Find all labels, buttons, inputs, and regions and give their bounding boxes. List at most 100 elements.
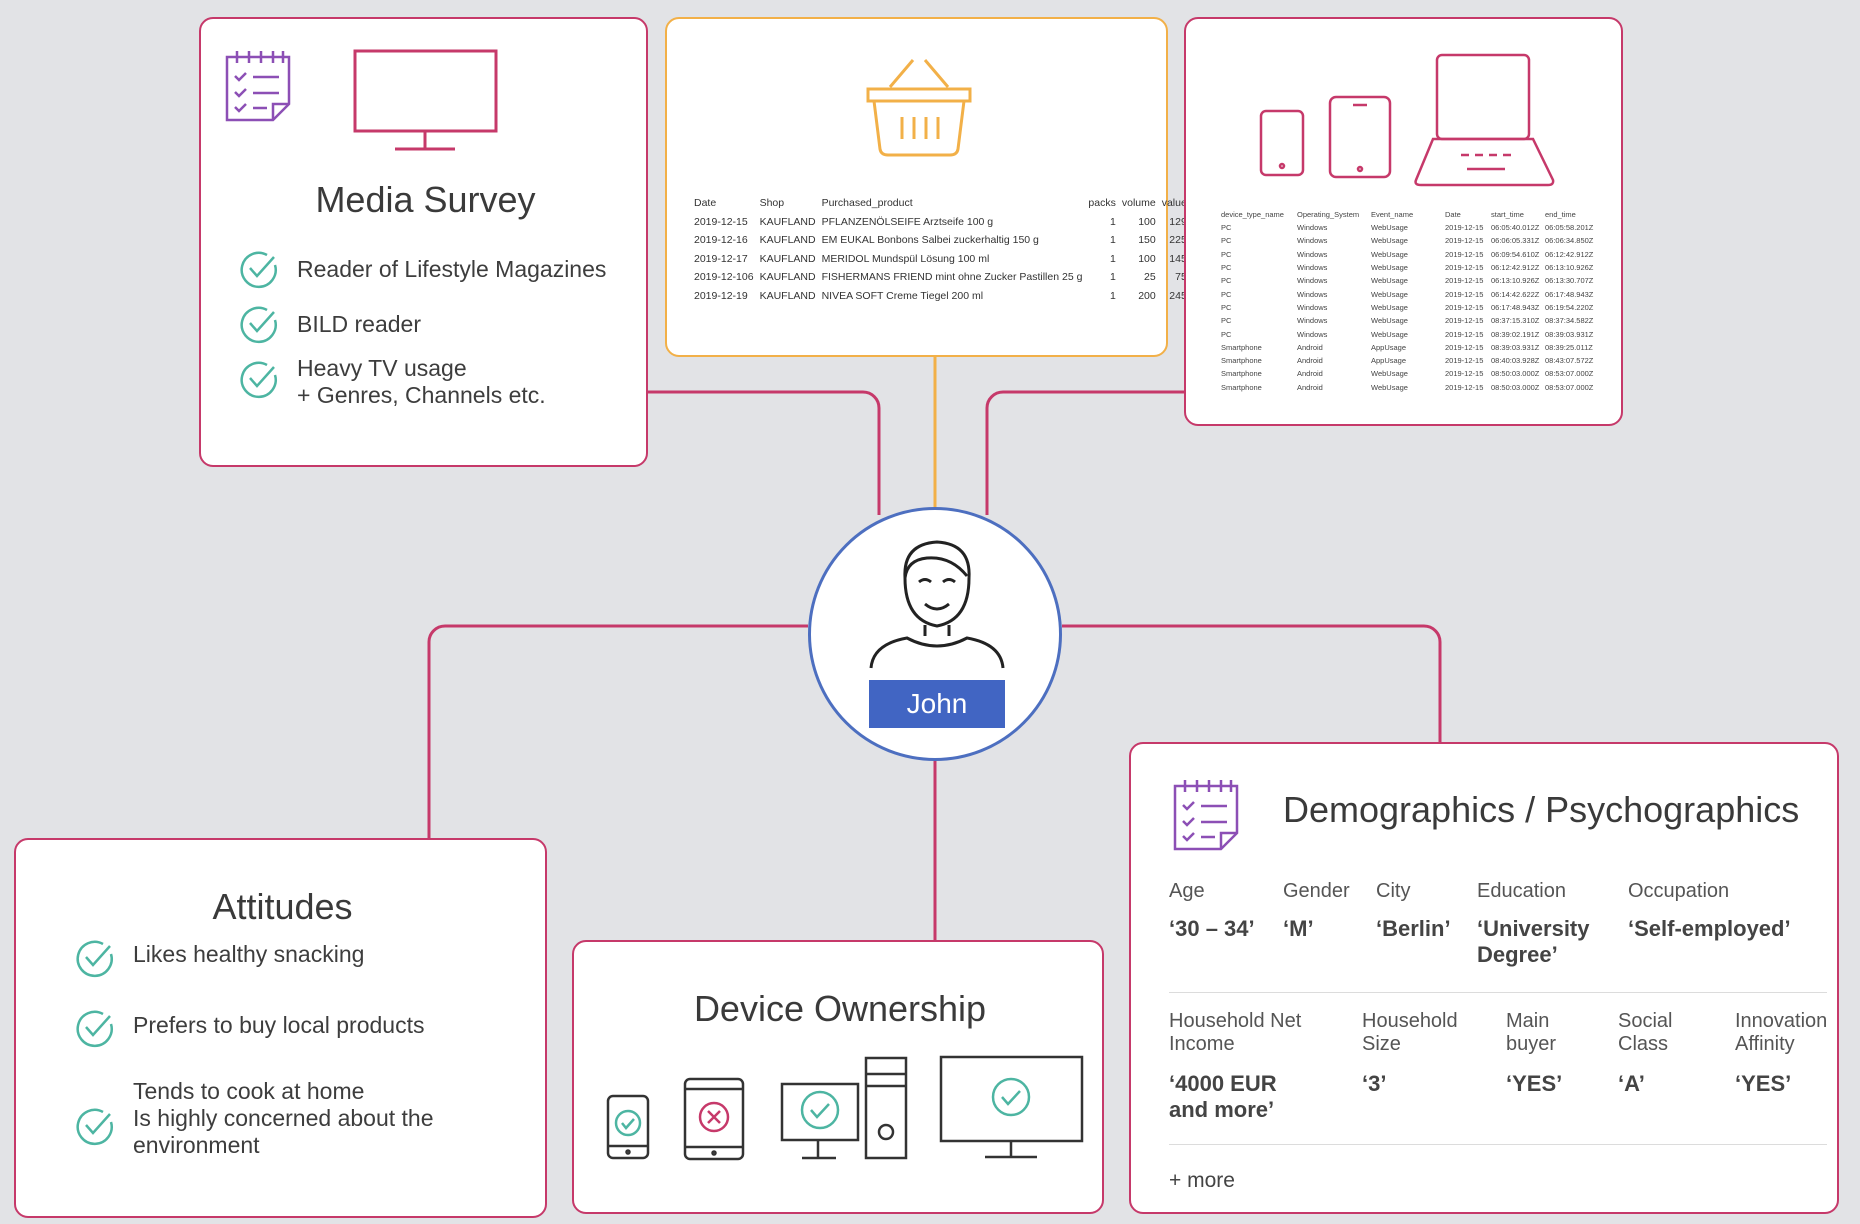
table-cell: Smartphone bbox=[1221, 342, 1262, 352]
column-header: Date bbox=[1445, 210, 1461, 220]
table-cell: 06:09:54.610Z bbox=[1491, 249, 1540, 259]
table-cell: 1 bbox=[1110, 252, 1116, 265]
column-header: Date bbox=[694, 197, 717, 210]
table-cell: Smartphone bbox=[1221, 382, 1262, 392]
table-cell: PC bbox=[1221, 263, 1232, 273]
table-cell: 08:50:03.000Z bbox=[1491, 382, 1540, 392]
table-cell: WebUsage bbox=[1371, 263, 1408, 273]
list-item: Likes healthy snacking bbox=[73, 936, 364, 980]
item-text: Prefers to buy local products bbox=[133, 1012, 425, 1038]
table-cell: 2019-12-15 bbox=[1445, 302, 1484, 312]
table-cell: 06:06:34.850Z bbox=[1545, 236, 1594, 246]
table-cell: 06:13:10.926Z bbox=[1491, 276, 1540, 286]
table-cell: 08:40:03.928Z bbox=[1491, 356, 1540, 366]
connector-media-survey bbox=[648, 390, 881, 515]
more-link[interactable]: + more bbox=[1169, 1169, 1235, 1192]
table-cell: 08:39:02.191Z bbox=[1491, 329, 1540, 339]
table-cell: AppUsage bbox=[1371, 356, 1407, 366]
demographics-title: Demographics / Psychographics bbox=[1283, 789, 1800, 830]
column-header: Purchased_product bbox=[821, 197, 913, 210]
table-cell: 08:39:03.931Z bbox=[1545, 329, 1594, 339]
column-header: volume bbox=[1121, 197, 1156, 210]
table-cell: 2019-12-106 bbox=[694, 271, 754, 284]
smartphone-icon bbox=[606, 1094, 650, 1160]
monitor-icon bbox=[353, 49, 498, 151]
table-cell: 2019-12-15 bbox=[1445, 342, 1484, 352]
column-header: Operating_System bbox=[1297, 210, 1360, 220]
connector-device-log bbox=[985, 390, 1184, 515]
table-cell: Android bbox=[1297, 356, 1323, 366]
table-cell: Windows bbox=[1297, 289, 1328, 299]
item-text: Is highly concerned about the bbox=[133, 1105, 434, 1131]
table-cell: Windows bbox=[1297, 316, 1328, 326]
attitudes-card: Attitudes Likes healthy snacking Prefers… bbox=[14, 838, 547, 1218]
check-circle-icon bbox=[76, 1108, 113, 1146]
table-cell: 1 bbox=[1110, 271, 1116, 284]
table-cell: 06:13:10.926Z bbox=[1545, 263, 1594, 273]
connector-demographics bbox=[1062, 624, 1442, 742]
table-cell: 75 bbox=[1175, 271, 1187, 284]
table-cell: Smartphone bbox=[1221, 356, 1262, 366]
table-cell: 145 bbox=[1169, 252, 1187, 265]
table-cell: WebUsage bbox=[1371, 302, 1408, 312]
person-icon bbox=[869, 540, 1005, 669]
table-cell: 2019-12-15 bbox=[1445, 263, 1484, 273]
check-circle-icon bbox=[76, 1010, 113, 1048]
field-label: Household Size bbox=[1362, 1010, 1458, 1055]
table-cell: 2019-12-16 bbox=[694, 234, 748, 247]
table-cell: 06:05:40.012Z bbox=[1491, 223, 1540, 233]
column-header: packs bbox=[1088, 197, 1116, 210]
table-cell: Windows bbox=[1297, 276, 1328, 286]
item-text: Tends to cook at home bbox=[133, 1078, 365, 1104]
table-cell: PC bbox=[1221, 236, 1232, 246]
attitudes-title: Attitudes bbox=[212, 886, 353, 927]
item-text: Heavy TV usage bbox=[297, 355, 467, 381]
table-cell: Windows bbox=[1297, 236, 1328, 246]
table-cell: 2019-12-15 bbox=[1445, 223, 1484, 233]
table-row: 2019-12-17 KAUFLAND MERIDOL Mundspül Lös… bbox=[694, 250, 1193, 269]
device-ownership-card: Device Ownership bbox=[572, 940, 1104, 1214]
purchases-card: Date Shop Purchased_product packs volume… bbox=[665, 17, 1187, 357]
table-cell: 2019-12-15 bbox=[1445, 329, 1484, 339]
column-header: value bbox=[1161, 197, 1187, 210]
check-circle-icon bbox=[240, 361, 277, 399]
item-text: environment bbox=[133, 1132, 260, 1158]
table-cell: 2019-12-15 bbox=[1445, 249, 1484, 259]
table-cell: FISHERMANS FRIEND mint ohne Zucker Pasti… bbox=[821, 271, 1083, 284]
table-cell: KAUFLAND bbox=[759, 289, 816, 302]
table-cell: 100 bbox=[1138, 215, 1156, 228]
table-cell: PC bbox=[1221, 289, 1232, 299]
table-cell: PC bbox=[1221, 302, 1232, 312]
table-cell: WebUsage bbox=[1371, 236, 1408, 246]
list-item: Tends to cook at home Is highly concerne… bbox=[73, 1078, 434, 1159]
table-cell: 06:17:48.943Z bbox=[1545, 289, 1594, 299]
field-label: Household Net Income bbox=[1169, 1010, 1302, 1055]
table-cell: 08:37:34.582Z bbox=[1545, 316, 1594, 326]
table-cell: Windows bbox=[1297, 263, 1328, 273]
table-cell: WebUsage bbox=[1371, 289, 1408, 299]
table-cell: WebUsage bbox=[1371, 382, 1408, 392]
table-cell: 2019-12-19 bbox=[694, 289, 748, 302]
field-value: ‘3’ bbox=[1362, 1071, 1387, 1096]
table-cell: 08:53:07.000Z bbox=[1545, 382, 1594, 392]
field-value: ‘Self-employed’ bbox=[1628, 916, 1791, 941]
table-cell: 06:12:42.912Z bbox=[1545, 249, 1594, 259]
column-header: start_time bbox=[1491, 210, 1524, 220]
table-cell: Windows bbox=[1297, 329, 1328, 339]
table-cell: PC bbox=[1221, 276, 1232, 286]
table-cell: Android bbox=[1297, 342, 1323, 352]
table-cell: PC bbox=[1221, 329, 1232, 339]
checklist-icon bbox=[225, 51, 291, 122]
list-item: Prefers to buy local products bbox=[73, 1006, 424, 1050]
table-cell: PC bbox=[1221, 249, 1232, 259]
table-cell: 1 bbox=[1110, 234, 1116, 247]
table-cell: NIVEA SOFT Creme Tiegel 200 ml bbox=[821, 289, 984, 302]
table-cell: KAUFLAND bbox=[759, 271, 816, 284]
